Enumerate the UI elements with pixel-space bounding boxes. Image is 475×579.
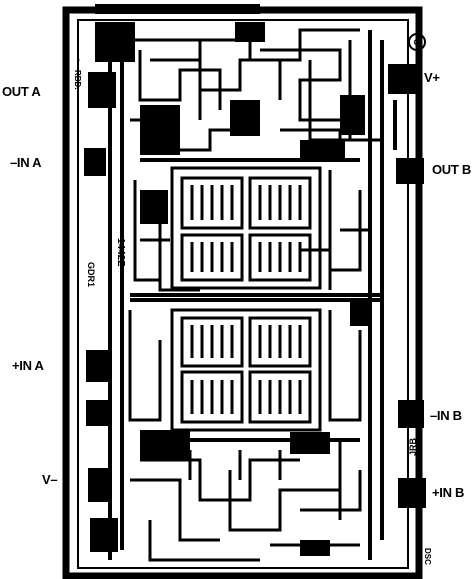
- orientation-arrow: ↑: [76, 56, 82, 68]
- pad-in-neg-a: [84, 148, 106, 176]
- pin-label-out-a: OUT A: [2, 84, 41, 99]
- top-bus: [95, 4, 260, 14]
- pin-label-in-neg-b: –IN B: [430, 408, 462, 423]
- pin-label-in-pos-a: +IN A: [12, 358, 44, 373]
- transistor-array-lower: [170, 308, 322, 432]
- pin-label-v-plus: V+: [424, 70, 440, 85]
- metal-rails: [108, 30, 397, 560]
- part-marking: 1442Z: [115, 238, 126, 267]
- pin-label-v-minus: V–: [42, 472, 58, 487]
- pad-in-neg-b: [398, 400, 424, 428]
- pad-in-pos-b: [398, 478, 426, 508]
- pin-label-in-neg-a: –IN A: [10, 155, 42, 170]
- designer-initials: JRB: [408, 437, 418, 456]
- manufacturer-logo: ⊙: [408, 33, 426, 51]
- code-marking: RBD.: [73, 70, 82, 90]
- revision-marking: GDR1: [86, 262, 96, 288]
- pad-out-b: [396, 158, 424, 184]
- pad-in-pos-a: [86, 350, 110, 382]
- transistor-array-upper: [170, 166, 322, 290]
- pin-label-in-pos-b: +IN B: [432, 485, 465, 500]
- pad-v-plus: [388, 64, 418, 94]
- bond-pads: [84, 64, 426, 552]
- interconnect-lower: [128, 310, 362, 562]
- corner-marking: DSC: [423, 548, 432, 565]
- pin-label-out-b: OUT B: [432, 162, 471, 177]
- year-marking: 1991: [414, 108, 424, 129]
